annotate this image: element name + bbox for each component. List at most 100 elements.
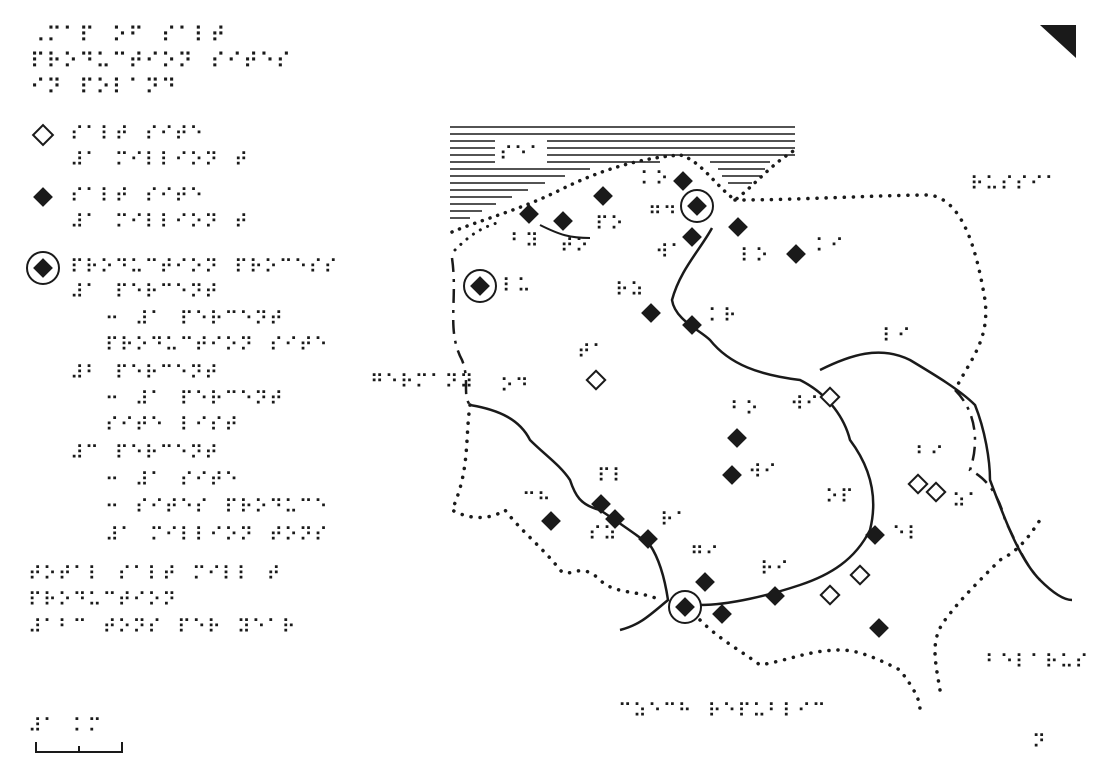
open-diamond-icon (585, 369, 607, 391)
site-label: ⠑⠇ (892, 523, 922, 545)
site-label: ⠞⠕ (560, 235, 590, 257)
legend-item-3-line-9: ⠒⠀⠼⠁⠀⠎⠊⠞⠑ (105, 469, 239, 491)
open-diamond-icon (819, 584, 841, 606)
site-label: ⠅⠗ (708, 305, 738, 327)
site-label: ⠕⠏ (825, 486, 855, 508)
filled-diamond-icon (638, 529, 658, 549)
site-label: ⠎⠵ (588, 523, 618, 545)
filled-diamond-icon (591, 494, 611, 514)
legend-item-3-line-4: ⠏⠗⠕⠙⠥⠉⠞⠊⠕⠝⠀⠎⠊⠞⠑ (105, 334, 329, 356)
filled-diamond-icon (641, 303, 661, 323)
corner-mark-icon (1040, 25, 1076, 58)
label-lithuania: ⠇⠊ (882, 325, 912, 347)
label-czech: ⠉⠵⠑⠉⠓⠀⠗⠑⠏⠥⠃⠇⠊⠉ (618, 700, 827, 722)
site-label: ⠇⠥ (502, 275, 532, 297)
river-odra (469, 403, 670, 632)
legend-item-3-line-1: ⠏⠗⠕⠙⠥⠉⠞⠊⠕⠝⠀⠏⠗⠕⠉⠑⠎⠎ (70, 256, 339, 278)
title-line-1: ⠠⠍⠁⠏⠀⠕⠋⠀⠎⠁⠇⠞ (30, 23, 227, 47)
filled-diamond-icon (553, 211, 573, 231)
circled-diamond-icon (668, 590, 702, 624)
filled-diamond-icon (728, 217, 748, 237)
label-river-odra: ⠕⠙ (500, 375, 530, 397)
site-label: ⠗⠵ (615, 279, 645, 301)
label-river-vistula: ⠺⠊ (790, 393, 820, 415)
legend-item-3-line-2: ⠼⠁⠀⠏⠑⠗⠉⠑⠝⠞ (70, 281, 219, 303)
legend-item-1-line-2: ⠼⠁⠀⠍⠊⠇⠇⠊⠕⠝⠀⠞ (70, 149, 249, 171)
open-diamond-icon (819, 386, 841, 408)
note-line-2: ⠏⠗⠕⠙⠥⠉⠞⠊⠕⠝ (28, 589, 177, 611)
site-label: ⠅⠕ (640, 168, 670, 190)
circled-diamond-icon (463, 269, 497, 303)
border-north-east (733, 193, 988, 392)
site-label: ⠏⠕ (595, 213, 625, 235)
filled-diamond-icon (593, 186, 613, 206)
filled-diamond-icon (541, 511, 561, 531)
site-label: ⠇⠕ (740, 245, 770, 267)
site-label: ⠅⠊ (815, 235, 845, 257)
legend-item-1-line-1: ⠎⠁⠇⠞⠀⠎⠊⠞⠑ (70, 123, 204, 145)
filled-diamond-icon (682, 227, 702, 247)
site-label: ⠗⠊ (760, 558, 790, 580)
border-south (698, 518, 1042, 712)
filled-diamond-icon (869, 618, 889, 638)
border-south-west (449, 403, 662, 602)
site-label: ⠉⠓ (522, 489, 552, 511)
site-label: ⠞⠁ (577, 341, 607, 363)
site-label: ⠺⠁ (655, 241, 685, 263)
scale-ruler (35, 742, 123, 753)
site-label: ⠃⠕ (730, 398, 760, 420)
open-diamond-icon (31, 123, 55, 147)
map-area: ⠎⠑⠁ (370, 126, 1089, 753)
filled-diamond-icon (33, 187, 53, 207)
notes: ⠞⠕⠞⠁⠇⠀⠎⠁⠇⠞⠀⠍⠊⠇⠇⠀⠞ ⠏⠗⠕⠙⠥⠉⠞⠊⠕⠝ ⠼⠁⠃⠉⠀⠞⠕⠝⠎⠀⠏… (28, 563, 297, 638)
river-vistula (670, 227, 875, 607)
sea-hatch (450, 126, 795, 219)
map-title: ⠠⠍⠁⠏⠀⠕⠋⠀⠎⠁⠇⠞ ⠏⠗⠕⠙⠥⠉⠞⠊⠕⠝⠀⠎⠊⠞⠑⠎ ⠊⠝⠀⠏⠕⠇⠁⠝⠙ (30, 23, 292, 99)
filled-diamond-icon (695, 572, 715, 592)
open-diamond-icon (849, 564, 871, 586)
site-label: ⠃⠊ (915, 443, 945, 465)
site-label: ⠗⠁ (660, 509, 690, 531)
border-east (954, 389, 1041, 581)
scale-label: ⠼⠁⠀⠅⠍ (28, 715, 103, 737)
legend-item-3-line-7: ⠎⠊⠞⠑⠀⠇⠊⠎⠞ (105, 414, 239, 436)
legend: ⠎⠁⠇⠞⠀⠎⠊⠞⠑ ⠼⠁⠀⠍⠊⠇⠇⠊⠕⠝⠀⠞ ⠎⠁⠇⠞⠀⠎⠊⠞⠑ ⠼⠁⠀⠍⠊⠇⠇… (26, 123, 339, 546)
open-diamond-icon (907, 473, 929, 495)
label-germany: ⠛⠑⠗⠍⠁⠝⠽ (370, 371, 474, 393)
filled-diamond-icon (786, 244, 806, 264)
legend-item-3-line-6: ⠒⠀⠼⠁⠀⠏⠑⠗⠉⠑⠝⠞ (105, 388, 284, 410)
note-line-3: ⠼⠁⠃⠉⠀⠞⠕⠝⠎⠀⠏⠑⠗⠀⠽⠑⠁⠗ (28, 616, 297, 638)
title-line-2: ⠏⠗⠕⠙⠥⠉⠞⠊⠕⠝⠀⠎⠊⠞⠑⠎ (30, 49, 292, 73)
legend-item-2-line-1: ⠎⠁⠇⠞⠀⠎⠊⠞⠑ (70, 185, 204, 207)
title-line-3: ⠊⠝⠀⠏⠕⠇⠁⠝⠙ (30, 75, 177, 99)
legend-item-3-line-10: ⠒⠀⠎⠊⠞⠑⠎⠀⠏⠗⠕⠙⠥⠉⠑ (105, 496, 329, 518)
filled-diamond-icon (722, 465, 742, 485)
coastline (450, 148, 797, 234)
site-label: ⠛⠙ (648, 203, 678, 225)
note-line-1: ⠞⠕⠞⠁⠇⠀⠎⠁⠇⠞⠀⠍⠊⠇⠇⠀⠞ (28, 563, 282, 585)
filled-diamond-icon (712, 604, 732, 624)
sea-label: ⠎⠑⠁ (499, 143, 544, 165)
filled-diamond-icon (765, 586, 785, 606)
circled-diamond-icon (680, 189, 714, 223)
filled-diamond-icon (727, 428, 747, 448)
circled-diamond-icon (26, 251, 60, 285)
site-label: ⠵⠁ (952, 490, 982, 512)
label-russia: ⠗⠥⠎⠎⠊⠁ (970, 173, 1060, 195)
legend-item-3-line-5: ⠼⠃⠀⠏⠑⠗⠉⠑⠝⠞ (70, 362, 219, 384)
legend-item-3-line-8: ⠼⠉⠀⠏⠑⠗⠉⠑⠝⠞ (70, 442, 219, 464)
legend-item-3-line-3: ⠒⠀⠼⠁⠀⠏⠑⠗⠉⠑⠝⠞ (105, 308, 284, 330)
open-diamond-icon (925, 481, 947, 503)
legend-item-3-line-11: ⠼⠁⠀⠍⠊⠇⠇⠊⠕⠝⠀⠞⠕⠝⠎ (105, 524, 329, 546)
border-west (450, 257, 472, 406)
site-label: ⠏⠇ (597, 465, 627, 487)
filled-diamond-icon (865, 525, 885, 545)
river-bug (819, 351, 1073, 602)
legend-item-2-line-2: ⠼⠁⠀⠍⠊⠇⠇⠊⠕⠝⠀⠞ (70, 211, 249, 233)
scale-bar: ⠼⠁⠀⠅⠍ (28, 715, 123, 753)
site-label: ⠺⠊ (748, 461, 778, 483)
site-label: ⠃⠽ (510, 230, 540, 252)
label-compass: ⠝ (1032, 731, 1047, 753)
label-belarus: ⠃⠑⠇⠁⠗⠥⠎ (985, 651, 1089, 673)
